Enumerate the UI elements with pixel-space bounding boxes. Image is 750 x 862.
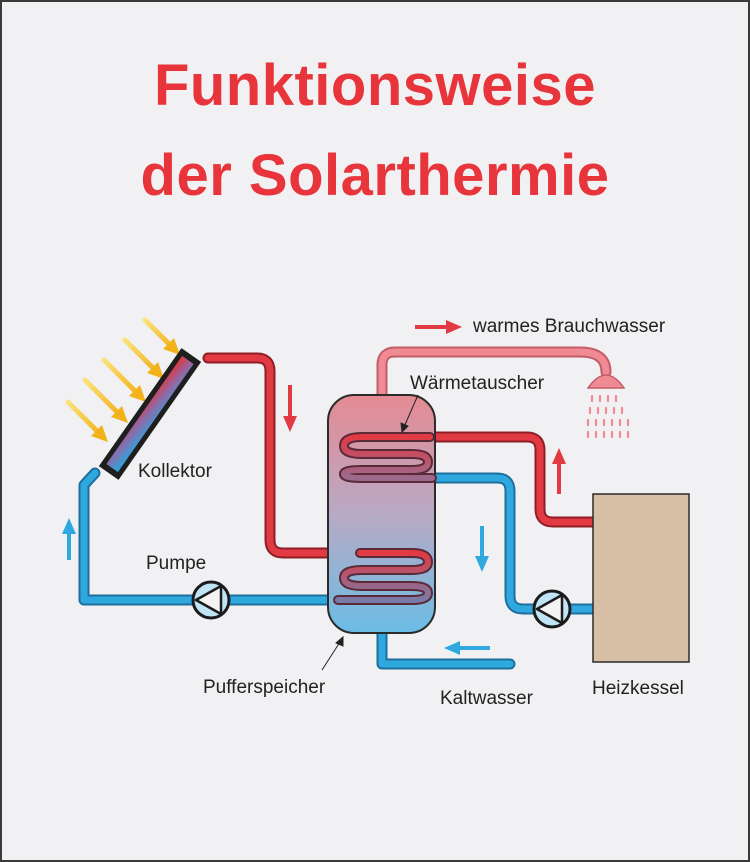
title-line-1: Funktionsweise — [153, 53, 597, 118]
flow-arrow — [552, 448, 566, 494]
flow-arrow — [415, 320, 462, 334]
shower-head-icon — [586, 374, 630, 439]
sun-ray-arrow — [142, 317, 180, 355]
label-collector: Kollektor — [138, 461, 213, 482]
sun-ray-arrow — [101, 357, 146, 402]
sun-ray-arrow — [122, 337, 164, 379]
boiler — [592, 493, 690, 663]
pump-icon — [532, 589, 572, 629]
flow-arrow — [475, 526, 489, 572]
heat-exchanger-coil-lower — [333, 548, 434, 605]
label-pump: Pumpe — [146, 553, 206, 574]
title-line-2: der Solarthermie — [140, 143, 610, 208]
solar-collector — [98, 348, 202, 480]
label-warm-water: warmes Brauchwasser — [472, 316, 666, 337]
heat-exchanger-coil-upper — [338, 432, 437, 483]
hot-pipes — [202, 352, 599, 559]
warm-water-pipe — [376, 346, 612, 401]
flow-arrow — [444, 641, 490, 655]
flow-arrow — [62, 518, 76, 560]
label-cold-water: Kaltwasser — [440, 688, 534, 709]
sun-ray-arrow — [65, 399, 108, 442]
pointer-lines — [321, 394, 419, 671]
label-buffer-tank: Pufferspeicher — [203, 677, 326, 698]
sun-ray-arrow — [82, 377, 128, 423]
label-boiler: Heizkessel — [592, 678, 684, 699]
label-heat-exchanger: Wärmetauscher — [410, 373, 545, 394]
sun-rays — [65, 317, 180, 442]
flow-arrow — [283, 385, 297, 432]
pump-icon — [191, 580, 231, 620]
